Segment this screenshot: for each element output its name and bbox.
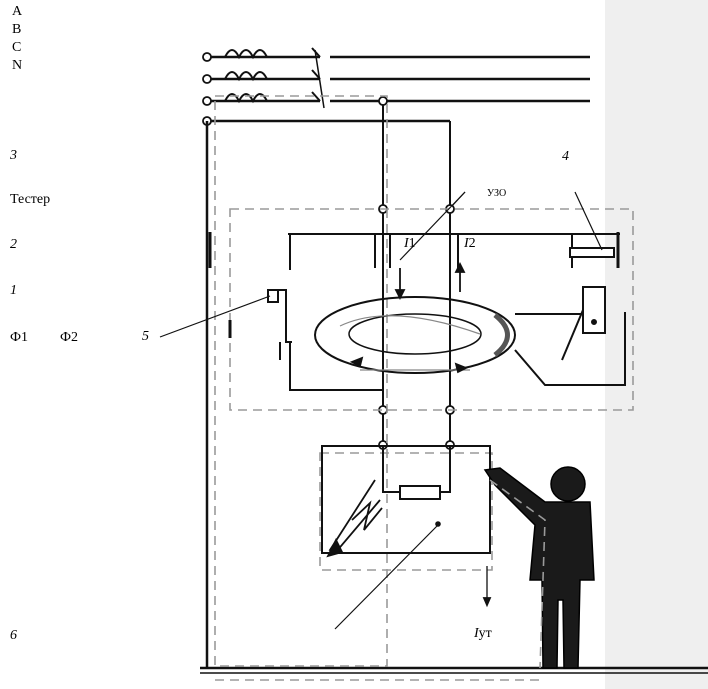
ground-conductor — [200, 121, 708, 674]
number-label-1: 1 — [10, 283, 17, 298]
phase-label-a: A — [12, 4, 23, 19]
contact-bar — [208, 232, 620, 270]
main-switch — [311, 47, 325, 109]
person-silhouette — [483, 466, 595, 669]
source-terminals — [202, 52, 212, 126]
right-gray-panel — [605, 0, 708, 689]
phase-label-c: C — [12, 40, 22, 55]
rcd-label-leaders — [159, 191, 603, 630]
rcd-housing-dashed — [214, 95, 634, 667]
load-enclosure — [321, 445, 491, 554]
rcd-terminals — [378, 96, 455, 450]
supply-busbars — [208, 55, 590, 123]
leakage-current-label: Iут — [474, 626, 492, 641]
number-label-2: 2 — [10, 237, 17, 252]
phi1-label: Ф1 — [10, 330, 29, 345]
phase-label-n: N — [12, 58, 23, 73]
test-circuit — [228, 289, 383, 391]
fault-bolt — [326, 479, 383, 558]
current-i1-label: I1 — [404, 236, 416, 251]
number-label-3: 3 — [10, 148, 17, 163]
transformer-coils — [224, 49, 268, 104]
number-label-5: 5 — [142, 329, 149, 344]
current-i2-label: I2 — [464, 236, 476, 251]
rcd-feed-lines — [382, 101, 451, 450]
phi2-label: Ф2 — [60, 330, 79, 345]
trip-relay — [514, 286, 626, 386]
toroid-core — [314, 296, 516, 374]
rcd-label: УЗО — [487, 188, 507, 199]
person-dashed-path — [215, 479, 546, 681]
phase-label-b: B — [12, 22, 22, 37]
tester-label: Тестер — [10, 192, 51, 207]
number-label-4: 4 — [562, 149, 569, 164]
number-label-6: 6 — [10, 628, 17, 643]
current-arrows — [349, 261, 492, 608]
